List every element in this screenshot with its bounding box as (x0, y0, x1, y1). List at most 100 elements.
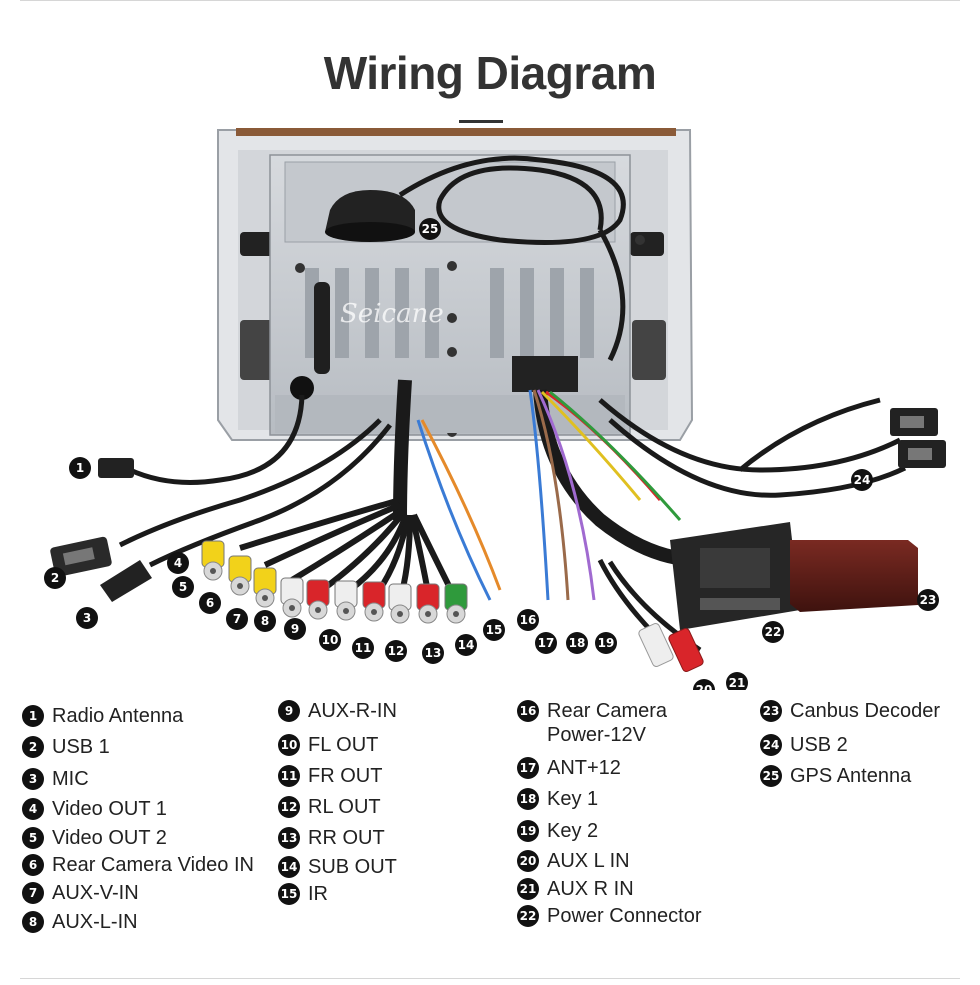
legend-number: 23 (760, 700, 782, 722)
legend-label: FL OUT (308, 734, 379, 756)
legend-number: 8 (22, 911, 44, 933)
legend-label-wrap: USB 1 (52, 735, 110, 759)
legend-label-wrap: Video OUT 2 (52, 826, 167, 850)
legend-label-wrap: AUX-R-IN (308, 699, 397, 723)
legend-number: 6 (22, 854, 44, 876)
badge-number: 17 (538, 636, 555, 650)
legend-item-14: 14 SUB OUT (278, 855, 397, 879)
badge-number: 3 (83, 611, 91, 625)
legend-label-wrap: Video OUT 1 (52, 797, 167, 821)
badge-number: 20 (696, 683, 713, 690)
badge-6: 6 (199, 592, 221, 614)
rca-plug (280, 577, 304, 618)
badge-5: 5 (172, 576, 194, 598)
legend-label-wrap: MIC (52, 767, 89, 791)
badge-17: 17 (535, 632, 557, 654)
legend-label-wrap: AUX R IN (547, 877, 634, 901)
legend-item-8: 8 AUX-L-IN (22, 910, 138, 934)
wiring-diagram-illustration: Seicane (44, 128, 946, 690)
badge-20: 20 (693, 679, 715, 690)
legend-label: Rear Camera (547, 700, 668, 722)
badge-number: 18 (569, 636, 586, 650)
legend-label-wrap: Radio Antenna (52, 704, 183, 728)
legend-label: Radio Antenna (52, 705, 184, 727)
badge-number: 9 (291, 622, 299, 636)
badge-21: 21 (726, 672, 748, 690)
legend-number: 24 (760, 734, 782, 756)
legend-number: 2 (22, 736, 44, 758)
legend-number: 21 (517, 878, 539, 900)
legend-number: 1 (22, 705, 44, 727)
legend-number: 11 (278, 765, 300, 787)
badge-number: 6 (206, 596, 214, 610)
legend-number: 4 (22, 798, 44, 820)
badge-number: 25 (422, 222, 439, 236)
usb2-cables (598, 397, 946, 498)
rca-plug (306, 579, 330, 620)
legend-label-wrap: SUB OUT (308, 855, 397, 879)
canbus-decoder-box (790, 540, 918, 612)
radio-antenna-cable (98, 376, 314, 485)
badge-8: 8 (254, 610, 276, 632)
badge-number: 21 (729, 676, 746, 690)
legend-label: Video OUT 1 (52, 798, 167, 820)
legend-number: 18 (517, 788, 539, 810)
badge-number: 1 (76, 461, 84, 475)
legend-label: SUB OUT (308, 856, 397, 878)
legend-number: 10 (278, 734, 300, 756)
rca-plug (416, 583, 440, 624)
power-connector-block (670, 522, 800, 630)
bottom-divider (20, 978, 960, 979)
badge-22: 22 (762, 621, 784, 643)
badge-16: 16 (517, 609, 539, 631)
badge-13: 13 (422, 642, 444, 664)
legend-item-4: 4 Video OUT 1 (22, 797, 167, 821)
badge-10: 10 (319, 629, 341, 651)
aux-in-plugs (638, 623, 704, 672)
legend-label: RL OUT (308, 796, 381, 818)
seicane-watermark: Seicane (340, 299, 444, 329)
badge-number: 7 (233, 612, 241, 626)
legend-label-wrap: Key 1 (547, 787, 598, 811)
legend-item-2: 2 USB 1 (22, 735, 110, 759)
badge-number: 19 (598, 636, 615, 650)
badge-number: 14 (458, 638, 475, 652)
legend-number: 16 (517, 700, 539, 722)
gps-antenna-puck (325, 155, 626, 362)
legend-number: 14 (278, 856, 300, 878)
legend-item-1: 1 Radio Antenna (22, 704, 183, 728)
legend-label-wrap: Power Connector (547, 904, 702, 928)
badge-11: 11 (352, 637, 374, 659)
legend-label: AUX L IN (547, 850, 630, 872)
rca-plug (201, 540, 225, 581)
badge-3: 3 (76, 607, 98, 629)
legend-label-wrap: USB 2 (790, 733, 848, 757)
page-title: Wiring Diagram (323, 47, 657, 99)
legend-label: GPS Antenna (790, 765, 912, 787)
rca-plug (444, 583, 468, 624)
rca-plug (228, 555, 252, 596)
badge-15: 15 (483, 619, 505, 641)
legend-number: 19 (517, 820, 539, 842)
rca-plug (253, 567, 277, 608)
badge-number: 5 (179, 580, 187, 594)
legend-label: AUX-V-IN (52, 882, 139, 904)
legend-label-wrap: Key 2 (547, 819, 598, 843)
legend-label: Power Connector (547, 905, 702, 927)
legend-label: AUX-L-IN (52, 911, 138, 933)
rca-plug (362, 581, 386, 622)
badge-number: 11 (355, 641, 372, 655)
